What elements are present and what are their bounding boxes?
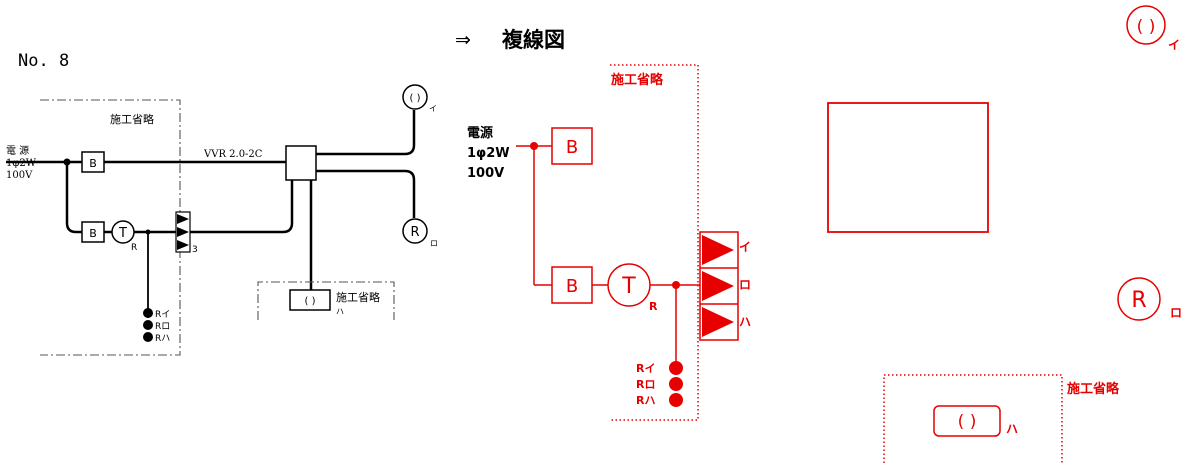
fixture-ha-label: ( ) bbox=[305, 296, 316, 307]
source-label-line1: 電 源 bbox=[6, 144, 29, 157]
wiring-breaker-label-2: B bbox=[566, 276, 578, 297]
wiring-timer-sub-label: R bbox=[649, 300, 658, 313]
source-label-line3: 100V bbox=[6, 170, 33, 181]
remote-label-1: Rイ bbox=[155, 310, 170, 320]
wiring-breaker-label-1: B bbox=[566, 137, 578, 158]
wiring-source-label-1: 電源 bbox=[467, 125, 493, 141]
wiring-remote-label-2: Rロ bbox=[636, 378, 655, 391]
wiring-switch-label-2: ロ bbox=[739, 278, 751, 292]
wiring-switch-triangle-1 bbox=[702, 235, 734, 265]
breaker-box-1 bbox=[81, 151, 105, 173]
wiring-remote-label-3: Rハ bbox=[636, 394, 655, 407]
wiring-switch-label-3: ハ bbox=[739, 315, 751, 329]
svg-text:( ): ( ) bbox=[410, 93, 421, 104]
remote-label-2: Rロ bbox=[155, 322, 170, 332]
wiring-switch-triangle-2 bbox=[702, 271, 734, 301]
right-fixture-ha-sub-label: ハ bbox=[1006, 422, 1018, 436]
wiring-source-label-3: 100V bbox=[467, 166, 504, 181]
wiring-remote-label-1: Rイ bbox=[636, 362, 655, 375]
problem-number: No. 8 bbox=[18, 51, 69, 71]
timer-label: T bbox=[118, 226, 127, 241]
wiring-remote-dot-3 bbox=[669, 393, 683, 407]
wire-to-lamp-ro bbox=[316, 169, 416, 218]
right-fixture-ha-omitted-label: 施工省略 bbox=[1067, 381, 1120, 397]
wiring-switch-label-1: イ bbox=[739, 240, 751, 254]
wiring-remote-dot-2 bbox=[669, 377, 683, 391]
junction-box bbox=[285, 145, 317, 181]
wiring-omitted-border bbox=[610, 64, 699, 421]
lamp-ro-symbol bbox=[402, 218, 428, 244]
timer-symbol bbox=[111, 220, 135, 244]
right-lamp-i-sub-label: イ bbox=[1168, 38, 1180, 52]
right-lamp-ro-label: R bbox=[1131, 288, 1146, 313]
lamp-i-symbol bbox=[402, 84, 428, 110]
switch-triangle-1 bbox=[177, 214, 189, 224]
source-label-line2: 1φ2W bbox=[6, 158, 37, 169]
switch-count: 3 bbox=[192, 245, 198, 255]
wiring-timer-label: T bbox=[621, 274, 636, 299]
lamp-ro-label: R bbox=[410, 225, 419, 240]
timer-sub-label: R bbox=[131, 243, 137, 253]
right-fixture-ha-symbol bbox=[933, 405, 1001, 437]
fixture-ha-symbol bbox=[289, 289, 331, 311]
breaker-box-2 bbox=[81, 221, 105, 243]
single-line-diagram: 施工省略 電 源 1φ2W 100V B B T R 3 VVR bbox=[6, 84, 438, 356]
right-lamp-ro-symbol bbox=[1117, 277, 1161, 321]
switch-triangle-3 bbox=[177, 240, 189, 250]
cable-label: VVR 2.0-2C bbox=[203, 149, 263, 160]
wiring-omitted-label: 施工省略 bbox=[611, 72, 664, 88]
wiring-breaker-box-1 bbox=[551, 127, 593, 165]
junction-box-large bbox=[827, 102, 989, 233]
page-heading: 複線図 bbox=[501, 28, 565, 52]
lamp-i-sub-label: イ bbox=[429, 104, 437, 113]
breaker-label-1: B bbox=[89, 157, 97, 170]
right-fixture-ha-omitted-border bbox=[883, 374, 1063, 463]
wiring-remote-dot-1 bbox=[669, 361, 683, 375]
wiring-switch-triangle-3 bbox=[702, 307, 734, 337]
right-side-layout: ( ) イ R ロ 施工省略 ( ) ハ bbox=[827, 5, 1182, 463]
wiring-breaker-box-2 bbox=[551, 266, 593, 304]
remote-label-3: Rハ bbox=[155, 334, 170, 344]
right-lamp-ro-sub-label: ロ bbox=[1170, 306, 1182, 320]
wiring-diagram: 施工省略 電源 1φ2W 100V B B T R イ ロ ハ Rイ R bbox=[467, 64, 751, 421]
breaker-label-2: B bbox=[89, 227, 97, 240]
remote-dot-1 bbox=[143, 308, 153, 318]
right-lamp-i-label: ( ) bbox=[1137, 17, 1156, 37]
right-lamp-i-symbol bbox=[1126, 5, 1166, 45]
lamp-ro-sub-label: ロ bbox=[430, 239, 438, 248]
omitted-region-label: 施工省略 bbox=[110, 112, 154, 126]
fixture-ha-sub-label: ハ bbox=[336, 307, 344, 316]
fixture-ha-omitted-label: 施工省略 bbox=[336, 290, 380, 304]
right-fixture-ha-label: ( ) bbox=[958, 412, 977, 432]
remote-dot-3 bbox=[143, 332, 153, 342]
fixture-ha-omitted-border bbox=[257, 281, 395, 320]
remote-dot-2 bbox=[143, 320, 153, 330]
switch-triangle-2 bbox=[177, 227, 189, 237]
arrow-symbol: ⇒ bbox=[455, 29, 471, 51]
wire-to-lamp-i bbox=[316, 110, 416, 156]
wiring-source-label-2: 1φ2W bbox=[467, 146, 510, 161]
